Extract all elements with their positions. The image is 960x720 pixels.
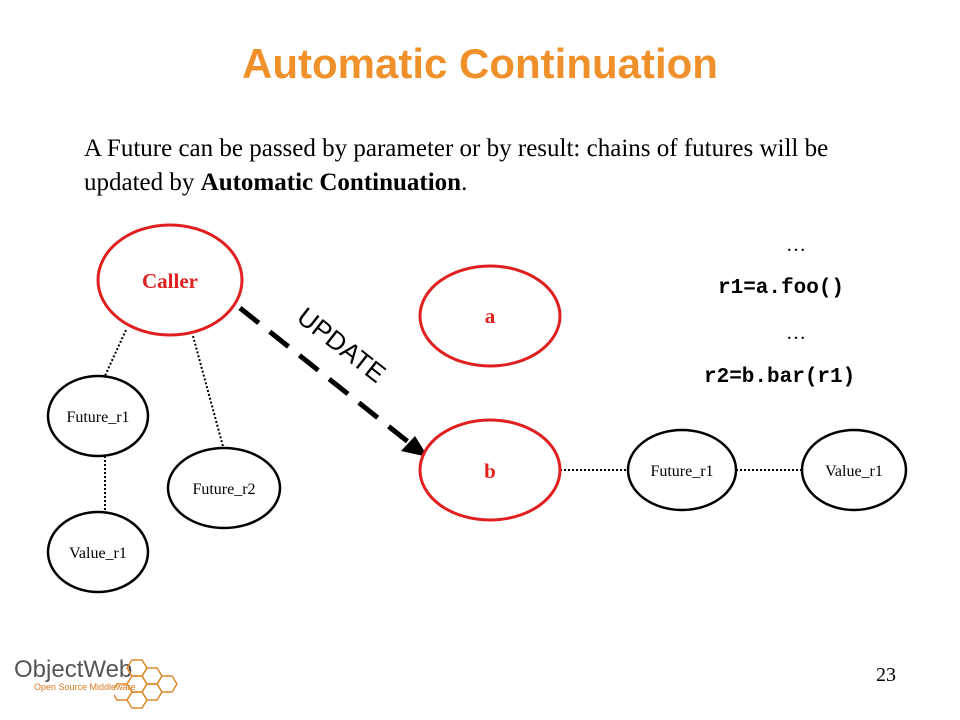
code-line-1: r1=a.foo() (718, 277, 845, 300)
intro-text: A Future can be passed by parameter or b… (84, 135, 829, 196)
connector-caller-future-r2 (192, 335, 225, 451)
a-node (418, 264, 562, 368)
objectweb-logo: ObjectWeb Open Source Middleware (14, 656, 178, 709)
future-r1-right-label: Future_r1 (650, 463, 713, 480)
logo-name: ObjectWeb (14, 656, 133, 683)
code-ellipsis-2: … (786, 322, 806, 344)
update-arrow-head (401, 436, 428, 457)
a-label: a (485, 304, 496, 328)
code-line-2: r2=b.bar(r1) (704, 366, 856, 389)
b-node (418, 418, 562, 522)
future-r1-left-node (46, 374, 150, 458)
hexagon-logo-icon (114, 659, 178, 709)
caller-label: Caller (142, 269, 198, 293)
value-r1-left-label: Value_r1 (69, 545, 127, 562)
b-label: b (484, 459, 496, 483)
caller-node (96, 223, 244, 337)
future-r2-node (166, 446, 282, 530)
intro-bold: Automatic Continuation (200, 169, 462, 196)
logo-tagline: Open Source Middleware (34, 682, 136, 692)
future-r2-label: Future_r2 (192, 481, 255, 498)
page-title: Automatic Continuation (242, 40, 718, 87)
value-r1-right-node (800, 428, 908, 512)
future-r1-left-label: Future_r1 (66, 409, 129, 426)
value-r1-left-node (46, 510, 150, 594)
code-ellipsis-1: … (786, 234, 806, 256)
update-label: UPDATE (292, 301, 392, 388)
future-r1-right-node (626, 428, 738, 512)
page-number: 23 (876, 664, 896, 686)
value-r1-right-label: Value_r1 (825, 463, 883, 480)
connector-caller-future-r1 (103, 329, 127, 379)
